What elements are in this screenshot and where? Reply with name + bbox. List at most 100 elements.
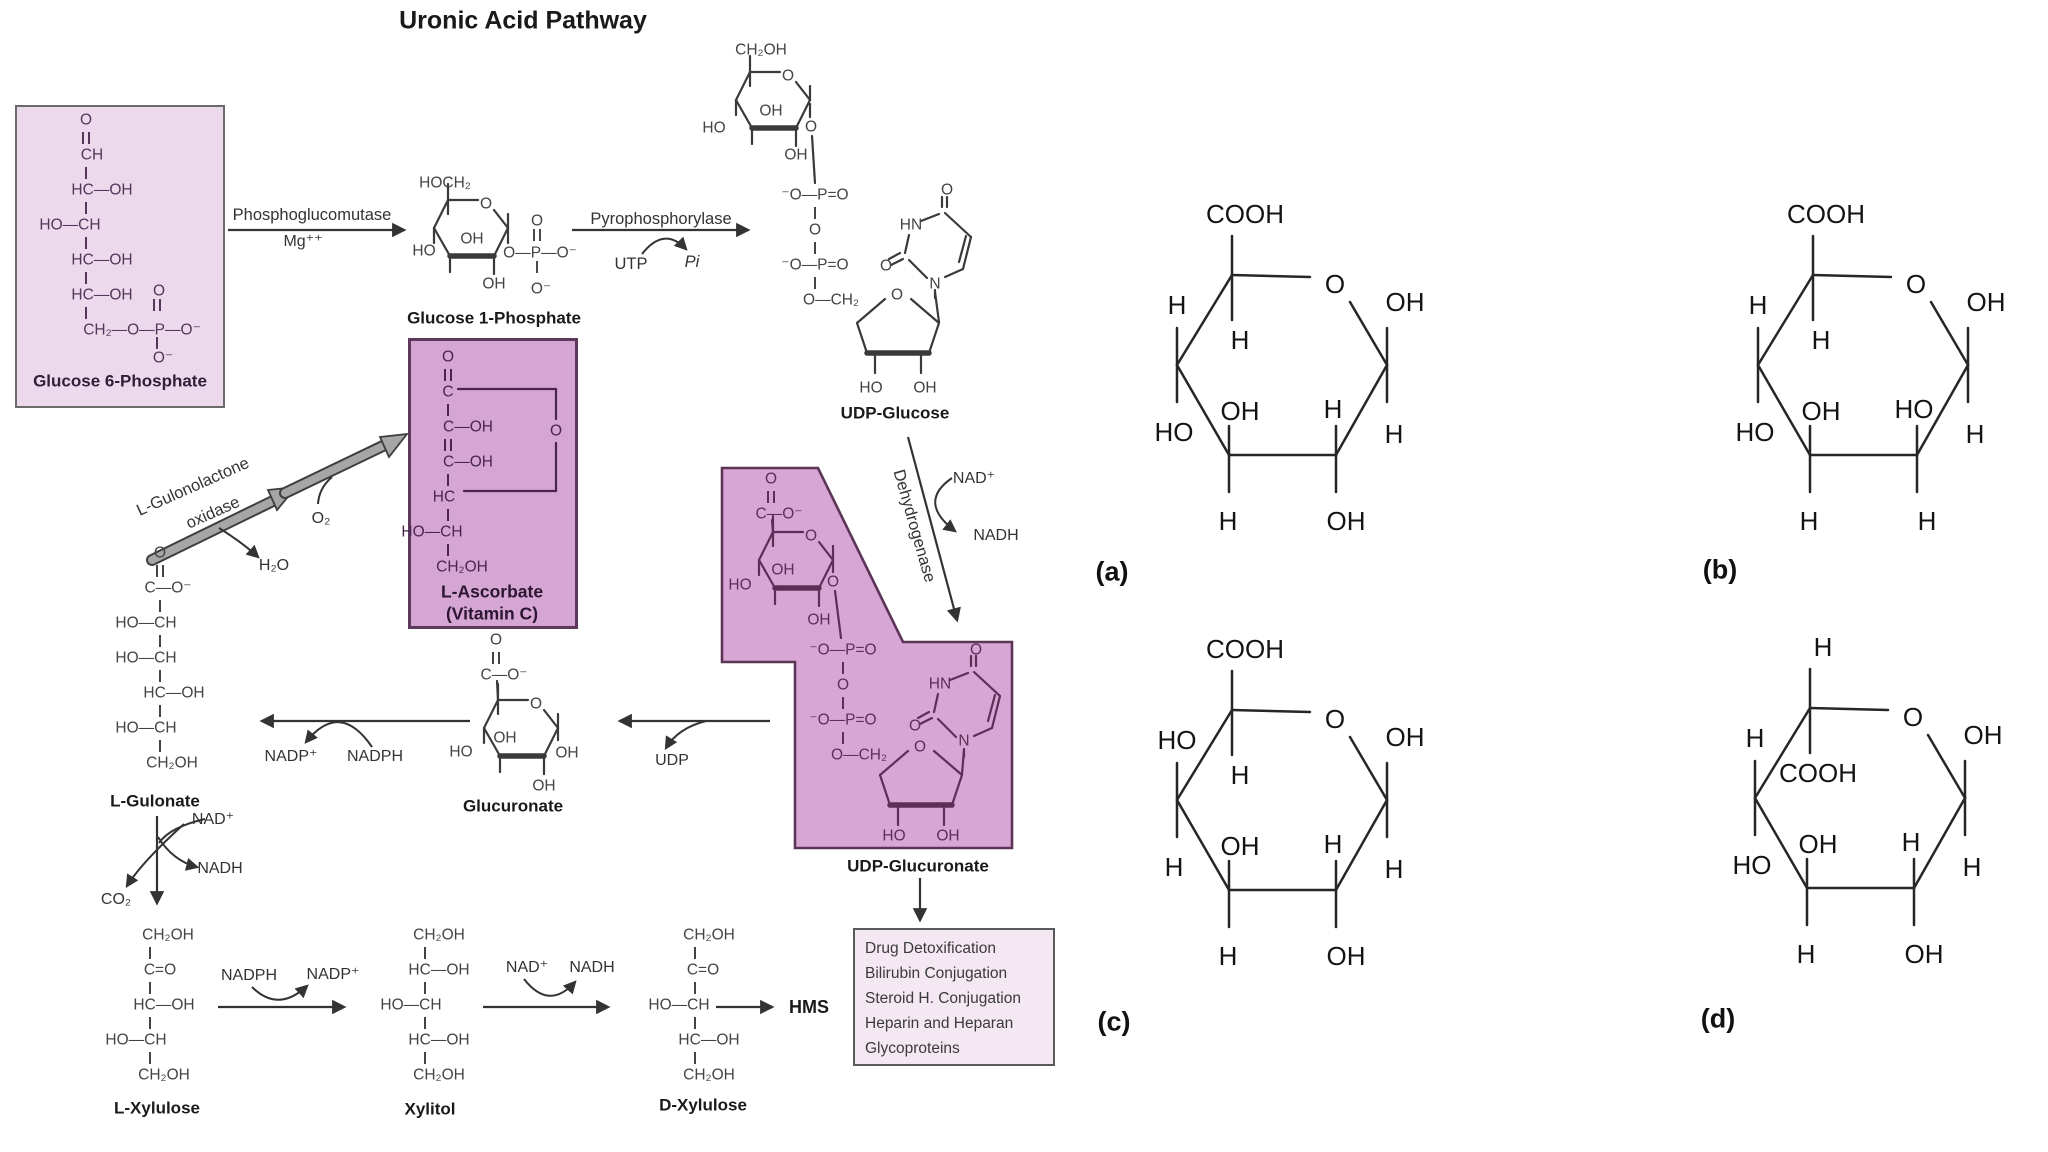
option-c-top: COOH: [1206, 634, 1284, 664]
figure-title: Uronic Acid Pathway: [399, 6, 647, 35]
udpglc-chain-row-6: O—CH₂: [803, 291, 859, 309]
option-b-outer_lower_right: H: [1965, 419, 1985, 449]
option-d-bottom_right: OH: [1904, 939, 1944, 969]
bond-line: [447, 544, 449, 556]
glucose1p-p-row: O—P—O⁻: [503, 244, 577, 262]
glucose6p-row-10: HC—OH: [71, 286, 133, 304]
bond-line: [85, 307, 87, 319]
glucuronate-acid-row-2: C—O⁻: [480, 666, 528, 684]
option-c-outer_lower_left: H: [1164, 852, 1184, 882]
option-a-inner_top: H: [1230, 325, 1250, 355]
gulonate-row-8: HC—OH: [143, 684, 205, 702]
bond-line: [536, 261, 538, 273]
step3-substrate: NAD⁺: [952, 470, 996, 487]
udpglc-uracil-o-left: O: [879, 257, 893, 275]
bond-line: [842, 662, 844, 674]
udpglcA-uracil-hn: HN: [928, 675, 952, 693]
l-xylulose-row-6: HO—CH: [105, 1031, 167, 1049]
udpglc-link-o: O: [804, 118, 818, 136]
step6-substrate: NADPH: [220, 967, 278, 984]
step2-product: Pi: [684, 252, 700, 271]
udpglc-label: UDP-Glucose: [840, 403, 950, 423]
l-xylulose-row-4: HC—OH: [133, 996, 195, 1014]
ascorbate-row-2: C: [442, 383, 454, 401]
uses-line: Steroid H. Conjugation: [865, 990, 1021, 1007]
step1-enzyme: Phosphoglucomutase: [232, 205, 392, 224]
option-c-bottom_left: H: [1218, 941, 1238, 971]
udpglc-ring-o: O: [781, 67, 795, 85]
bond-line: [450, 369, 452, 381]
option-b-bottom_left: H: [1799, 506, 1819, 536]
udpglcA-chain-row-0: ⁻O—P=O: [809, 641, 877, 659]
option-b-tag: (b): [1702, 554, 1738, 585]
bond-line: [424, 1017, 426, 1029]
step2-enzyme: Pyrophosphorylase: [590, 209, 732, 228]
xylitol-row-4: HO—CH: [380, 996, 442, 1014]
bond-line: [88, 132, 90, 144]
xylitol-row-0: CH₂OH: [413, 926, 465, 944]
bond-line: [149, 1017, 151, 1029]
udpglc-chain-top: CH₂OH: [735, 41, 787, 59]
bond-line: [694, 947, 696, 959]
bond-line: [85, 237, 87, 249]
glucuronate-ho-out: HO: [449, 743, 473, 761]
option-b-ring-oxygen: O: [1905, 269, 1927, 299]
bond-line: [85, 202, 87, 214]
udpglcA-ribose-oh: OH: [936, 827, 960, 845]
glucose6p-row-4: HC—OH: [71, 181, 133, 199]
xylitol-label: Xylitol: [404, 1099, 456, 1119]
step1-cofactor: Mg⁺⁺: [283, 233, 323, 250]
bond-line: [842, 732, 844, 744]
option-d-bottom_left: H: [1796, 939, 1816, 969]
hms-label: HMS: [789, 997, 829, 1017]
step5-substrate: NAD⁺: [191, 811, 235, 828]
udpglcA-acid-row-2: C—O⁻: [755, 505, 803, 523]
glucose1p-ho-out: HO: [412, 242, 436, 260]
bond-line: [694, 1052, 696, 1064]
bond-line: [159, 740, 161, 752]
glucose1p-p-dn: O⁻: [530, 280, 552, 298]
glucose6p-phosphate-o-up: O: [152, 282, 166, 300]
udpglc-ribose-oh: OH: [913, 379, 937, 397]
step7-substrate: NAD⁺: [505, 959, 549, 976]
bond-line: [159, 635, 161, 647]
udpglc-ho-out: HO: [702, 119, 726, 137]
bond-line: [498, 652, 500, 664]
option-d-outer_upper_left: H: [1745, 723, 1765, 753]
bond-line: [814, 207, 816, 219]
option-c-inner_top: H: [1230, 760, 1250, 790]
ascorbate-label-line1: L-Ascorbate: [440, 581, 544, 602]
option-c-ring-oxygen: O: [1324, 704, 1346, 734]
option-a-bottom_left: H: [1218, 506, 1238, 536]
udpglc-ribose-ho: HO: [859, 379, 883, 397]
bond-line: [424, 1052, 426, 1064]
udpglcA-uracil-o-top: O: [969, 641, 983, 659]
udpglcA-uracil-n: N: [958, 732, 970, 750]
bond-line: [533, 229, 535, 241]
glucose1p-oh-down: OH: [482, 275, 506, 293]
bond-line: [444, 439, 446, 451]
udpglcA-ribose-ho: HO: [882, 827, 906, 845]
udpglc-chain-row-2: O: [808, 221, 822, 239]
option-b-bottom_right: H: [1917, 506, 1937, 536]
option-a-outer_lower_left: HO: [1154, 417, 1194, 447]
option-a-top: COOH: [1206, 199, 1284, 229]
d-xylulose-row-4: HO—CH: [648, 996, 710, 1014]
d-xylulose-row-0: CH₂OH: [683, 926, 735, 944]
option-b-outer_lower_left: HO: [1735, 417, 1775, 447]
l-xylulose-row-0: CH₂OH: [142, 926, 194, 944]
option-d-outer_lower_right: H: [1962, 852, 1982, 882]
l-xylulose-row-8: CH₂OH: [138, 1066, 190, 1084]
option-c-outer_upper_right: OH: [1385, 722, 1425, 752]
glucose6p-row-12: CH₂—O—P—O⁻: [83, 321, 201, 339]
udpglcA-chain-row-6: O—CH₂: [831, 746, 887, 764]
bond-line: [424, 982, 426, 994]
d-xylulose-row-8: CH₂OH: [683, 1066, 735, 1084]
gulonate-row-2: C—O⁻: [144, 579, 192, 597]
bond-line: [82, 132, 84, 144]
glucose6p-row-0: O: [79, 111, 93, 129]
bond-line: [159, 600, 161, 612]
glucose6p-row-2: CH: [80, 146, 104, 164]
uses-line: Heparin and Heparan: [865, 1015, 1014, 1032]
